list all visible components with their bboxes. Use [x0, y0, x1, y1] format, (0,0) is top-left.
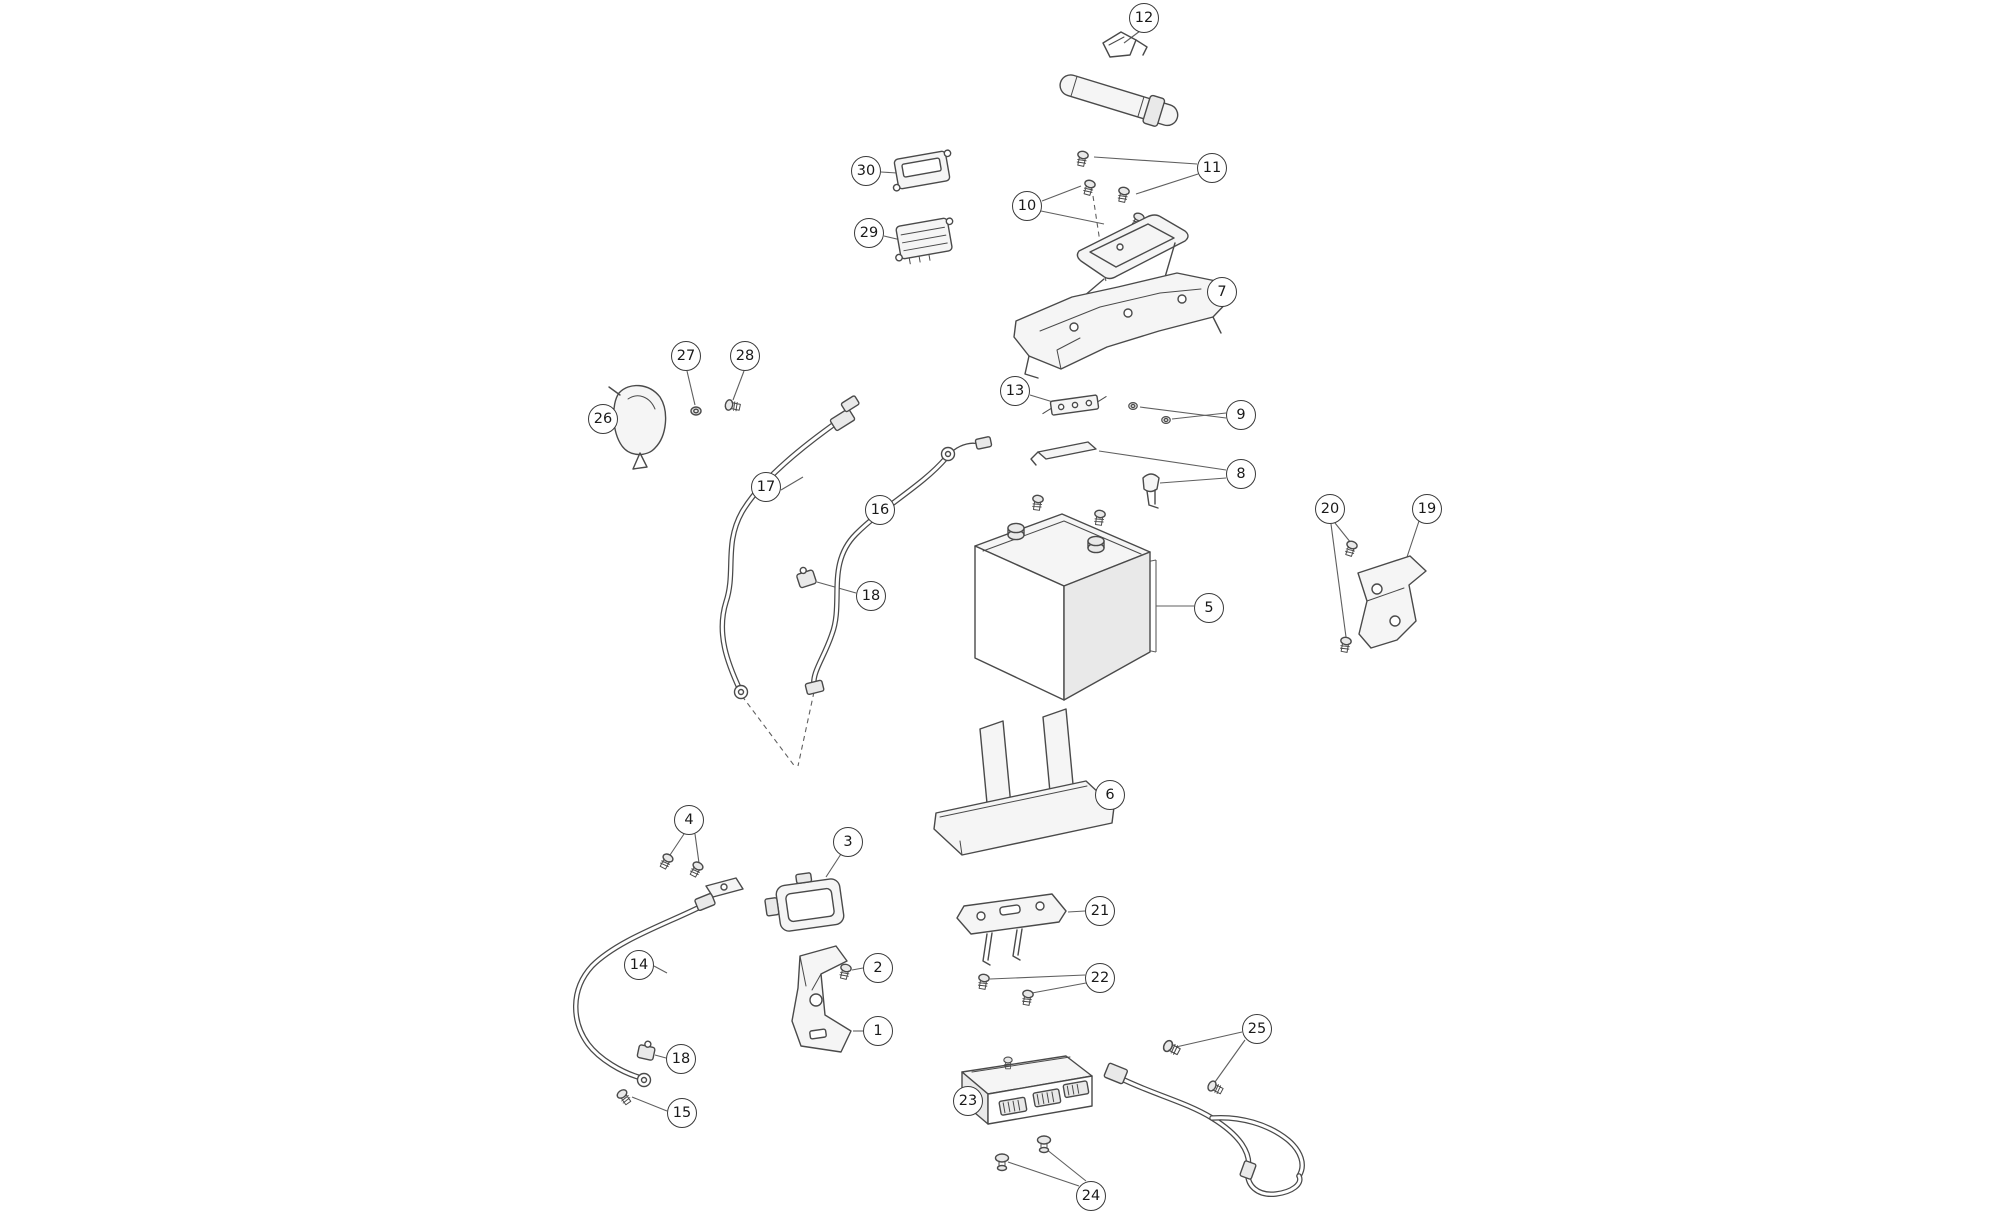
part-9-nuts: [1128, 402, 1171, 424]
part-callout: 20: [1315, 494, 1345, 524]
part-callout-number: 18: [861, 587, 881, 604]
part-callout-number: 10: [1017, 197, 1037, 214]
part-callout: 16: [865, 495, 895, 525]
part-callout-number: 30: [856, 162, 876, 179]
part-18-cable-clamp-lower: [636, 1040, 656, 1061]
part-28-screw: [723, 398, 742, 414]
part-strap-tube: [1059, 74, 1179, 127]
part-callout: 8: [1226, 459, 1256, 489]
part-callout: 2: [863, 953, 893, 983]
part-callout: 1: [863, 1016, 893, 1046]
part-callout: 9: [1226, 400, 1256, 430]
part-callout-number: 2: [873, 959, 883, 976]
part-3-starter-relay: [764, 872, 845, 932]
part-6-battery-tray: [933, 708, 1115, 856]
part-18-cable-clamp-upper: [796, 566, 817, 589]
part-callout-number: 23: [958, 1092, 978, 1109]
part-callout-number: 6: [1105, 786, 1115, 803]
part-callout-number: 9: [1236, 406, 1246, 423]
part-callout: 18: [666, 1044, 696, 1074]
part-21-mounting-plate: [956, 893, 1067, 966]
part-2-bolt: [837, 962, 853, 981]
part-27-nut: [690, 406, 702, 416]
part-26-rubber-boot: [608, 384, 667, 470]
part-callout: 14: [624, 950, 654, 980]
part-19-bracket: [1357, 555, 1427, 649]
part-callout: 29: [854, 218, 884, 248]
part-callout: 23: [953, 1086, 983, 1116]
part-callout: 11: [1197, 153, 1227, 183]
part-5-battery: [974, 494, 1151, 701]
part-14-battery-cable: [573, 892, 716, 1088]
part-callout: 18: [856, 581, 886, 611]
wiring-harness: [1103, 1062, 1305, 1197]
part-12-clamp: [1102, 31, 1148, 58]
part-callout-number: 18: [671, 1050, 691, 1067]
part-callout: 25: [1242, 1014, 1272, 1044]
part-29-module: [895, 217, 954, 265]
part-23-ecu: [961, 1055, 1093, 1125]
part-callout-number: 24: [1081, 1187, 1101, 1204]
part-callout: 26: [588, 404, 618, 434]
part-callout: 12: [1129, 3, 1159, 33]
part-callout: 10: [1012, 191, 1042, 221]
part-1-holder-bracket: [791, 945, 852, 1053]
part-callout-number: 29: [859, 224, 879, 241]
part-callout-number: 8: [1236, 465, 1246, 482]
part-callout-number: 22: [1090, 969, 1110, 986]
part-callout-number: 21: [1090, 902, 1110, 919]
part-callout-number: 20: [1320, 500, 1340, 517]
part-callout: 21: [1085, 896, 1115, 926]
part-20-screws: [1338, 539, 1359, 654]
part-callout: 17: [751, 472, 781, 502]
part-17-battery-cable: [719, 395, 860, 700]
part-callout: 24: [1076, 1181, 1106, 1211]
part-13-terminal-board: [1042, 394, 1107, 416]
part-callout-number: 19: [1417, 500, 1437, 517]
part-4-bolts: [657, 851, 744, 898]
part-callout-number: 7: [1217, 283, 1227, 300]
part-callout-number: 1: [873, 1022, 883, 1039]
part-callout: 22: [1085, 963, 1115, 993]
part-callout-number: 28: [735, 347, 755, 364]
part-callout-number: 27: [676, 347, 696, 364]
part-8-strap-and-clip: [1030, 441, 1160, 509]
part-callout: 27: [671, 341, 701, 371]
part-24-grommets: [994, 1135, 1052, 1172]
part-15-screw: [614, 1087, 634, 1107]
part-callout: 28: [730, 341, 760, 371]
part-callout-number: 4: [684, 811, 694, 828]
part-callout-number: 5: [1204, 599, 1214, 616]
part-callout: 4: [674, 805, 704, 835]
part-callout-number: 17: [756, 478, 776, 495]
part-callout: 7: [1207, 277, 1237, 307]
part-callout: 6: [1095, 780, 1125, 810]
part-callout: 15: [667, 1098, 697, 1128]
part-16-battery-cable: [804, 436, 993, 696]
part-callout: 30: [851, 156, 881, 186]
part-callout-number: 13: [1005, 382, 1025, 399]
part-callout-number: 25: [1247, 1020, 1267, 1037]
part-7-battery-holder: [1013, 214, 1233, 379]
part-callout: 5: [1194, 593, 1224, 623]
part-callout: 3: [833, 827, 863, 857]
part-callout-number: 16: [870, 501, 890, 518]
part-callout: 13: [1000, 376, 1030, 406]
part-callout-number: 14: [629, 956, 649, 973]
part-callout-number: 15: [672, 1104, 692, 1121]
part-30-module: [892, 149, 952, 192]
part-10-11-screws: [1074, 149, 1146, 230]
part-callout-number: 11: [1202, 159, 1222, 176]
part-callout-number: 3: [843, 833, 853, 850]
part-25-sensors: [1161, 1038, 1225, 1097]
part-callout: 19: [1412, 494, 1442, 524]
part-callout-number: 12: [1134, 9, 1154, 26]
part-callout-number: 26: [593, 410, 613, 427]
